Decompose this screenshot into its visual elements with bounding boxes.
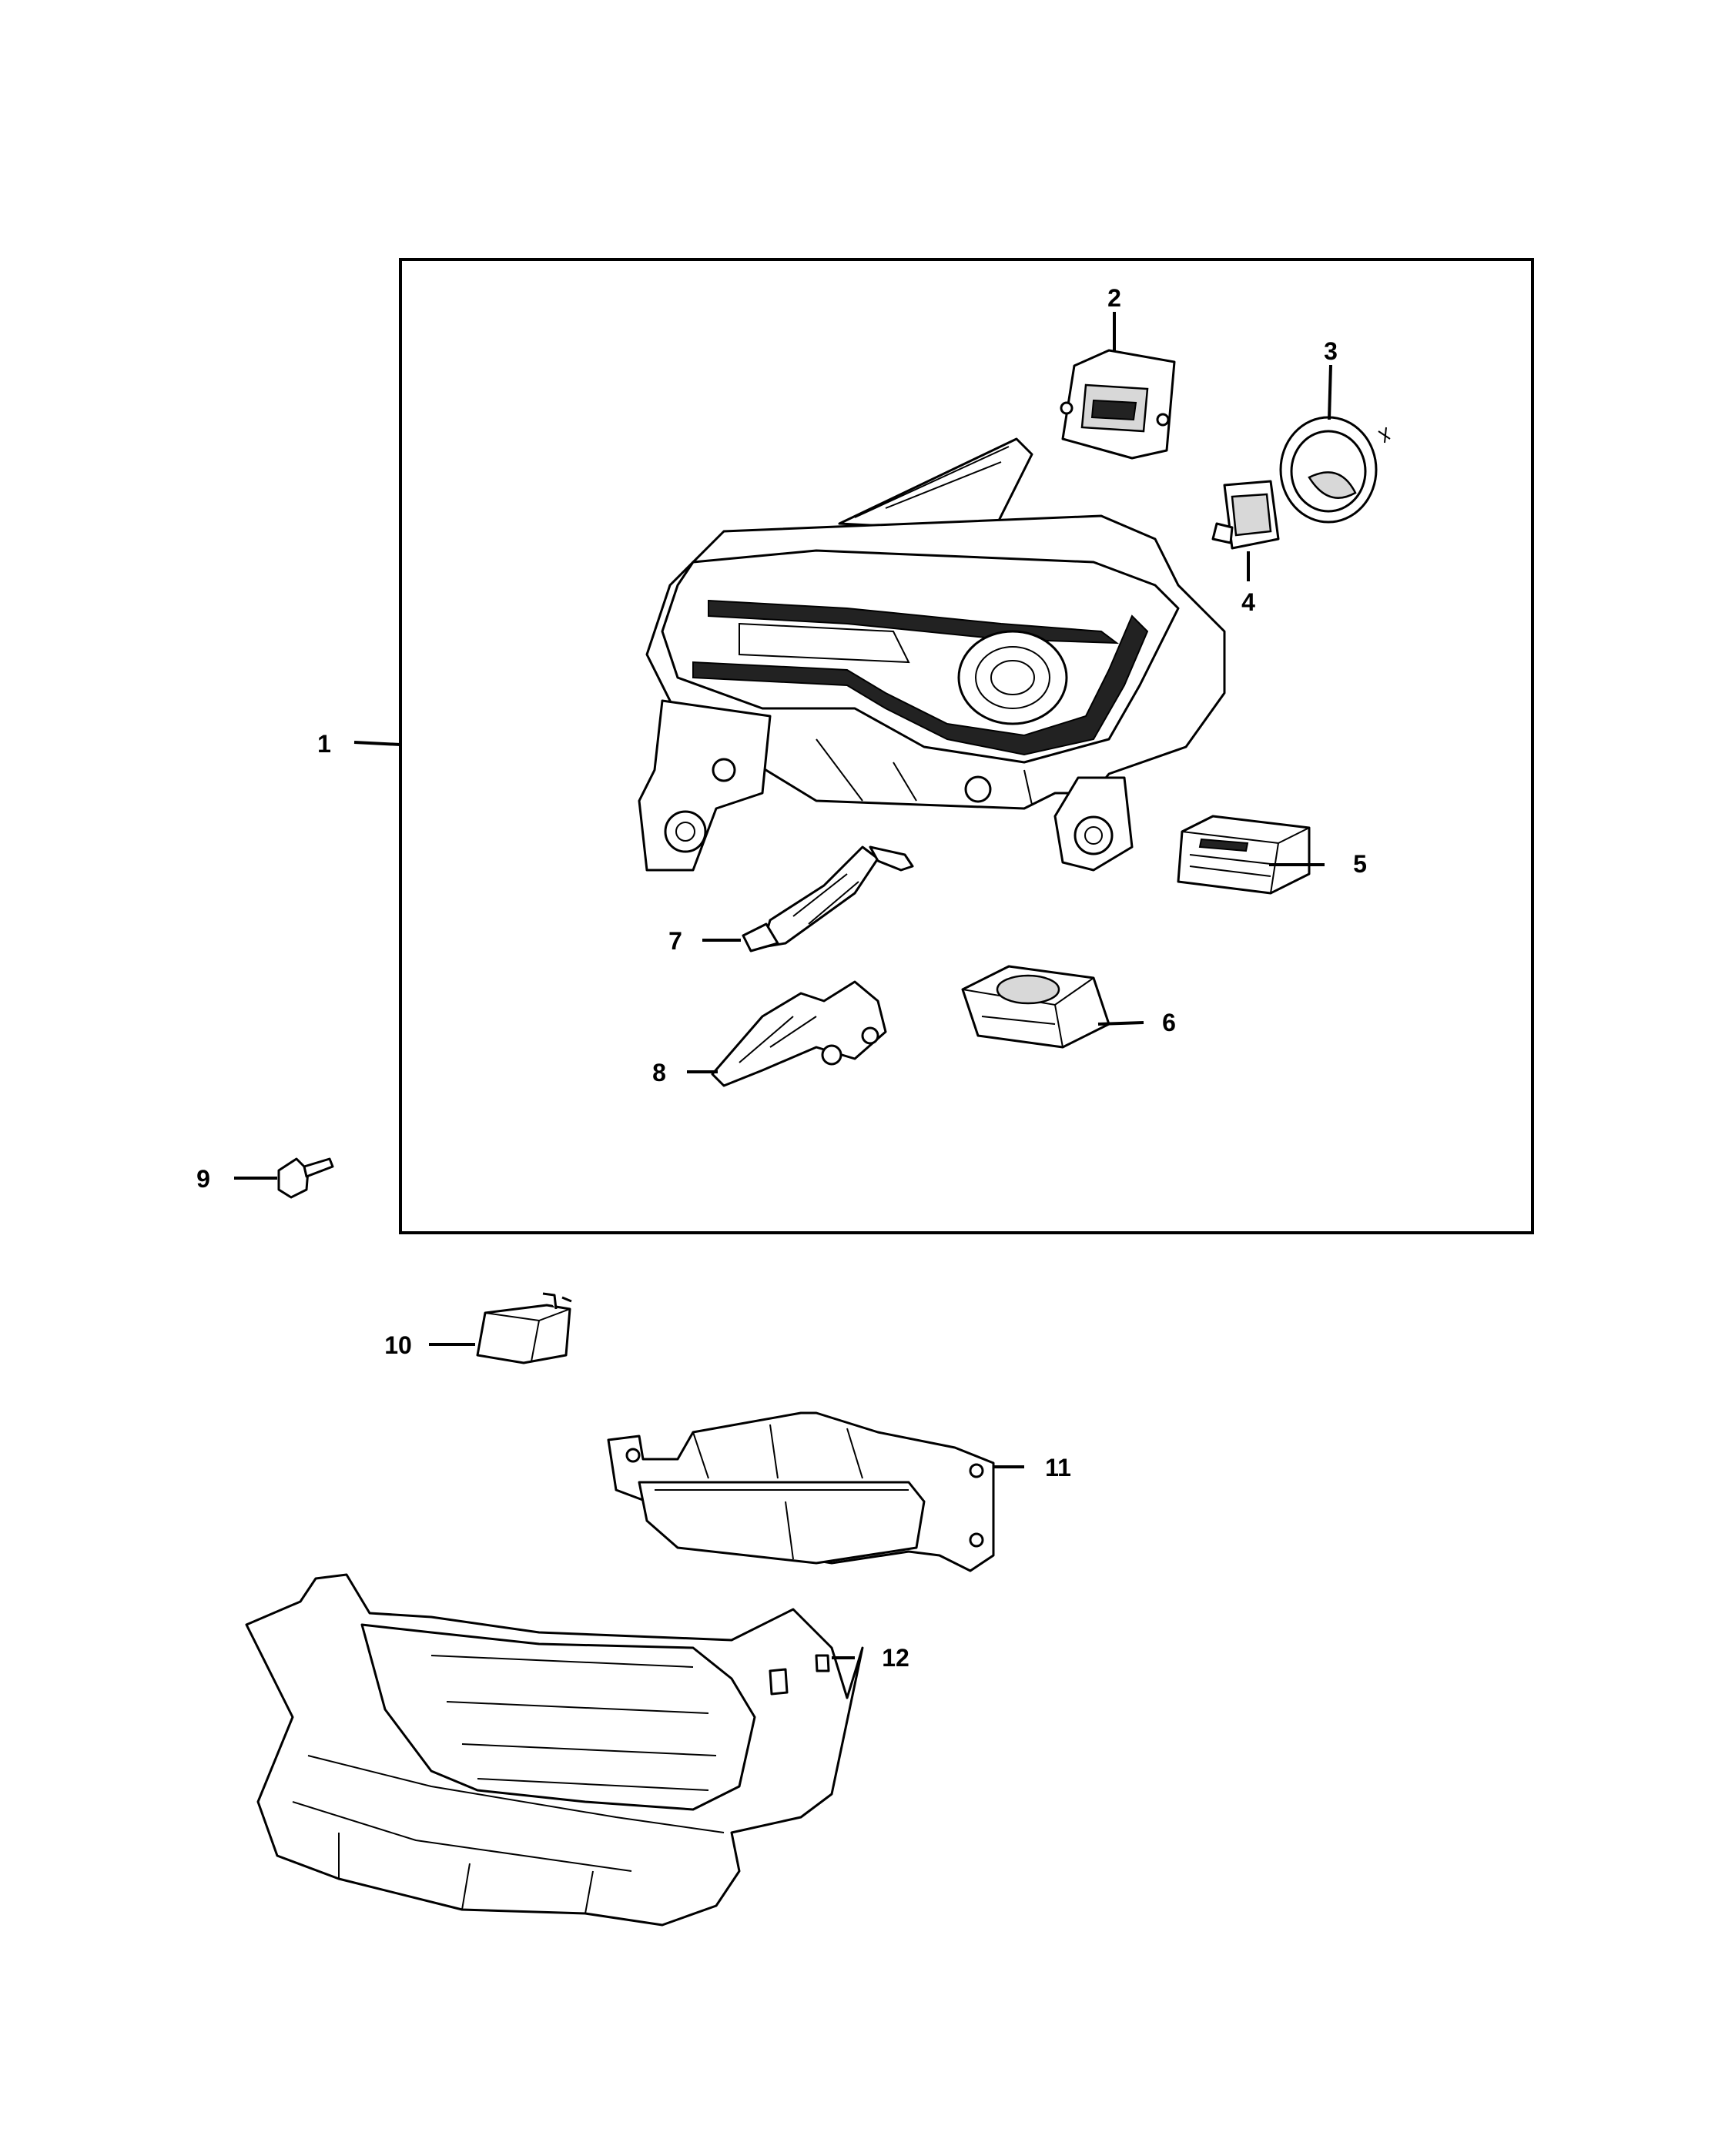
bulb (1211, 480, 1280, 550)
leader-6 (1097, 1021, 1144, 1026)
callout-8: 8 (652, 1059, 666, 1086)
fog-lamp-bezel (245, 1573, 864, 1927)
ballast (961, 965, 1110, 1049)
retaining-ring (1279, 416, 1391, 524)
callout-3: 3 (1324, 337, 1338, 365)
callout-12: 12 (882, 1644, 909, 1672)
callout-1: 1 (317, 730, 331, 758)
callout-10: 10 (384, 1331, 412, 1359)
headlamp-assembly (638, 437, 1226, 872)
control-module (1177, 815, 1311, 895)
fog-lamp (607, 1411, 995, 1572)
callout-7: 7 (668, 927, 682, 955)
led-module (1060, 349, 1176, 460)
actuator-bracket (711, 980, 887, 1087)
leader-1 (353, 741, 401, 746)
leader-3 (1328, 364, 1332, 420)
callout-5: 5 (1353, 850, 1367, 878)
callout-11: 11 (1045, 1454, 1071, 1481)
assembly-frame (399, 258, 1534, 1234)
lamp-cover (476, 1292, 572, 1364)
callout-2: 2 (1107, 284, 1121, 312)
callout-6: 6 (1162, 1009, 1176, 1036)
callout-9: 9 (196, 1165, 210, 1193)
screw (277, 1157, 334, 1199)
washer-nozzle (742, 845, 914, 952)
callout-4: 4 (1241, 588, 1255, 616)
